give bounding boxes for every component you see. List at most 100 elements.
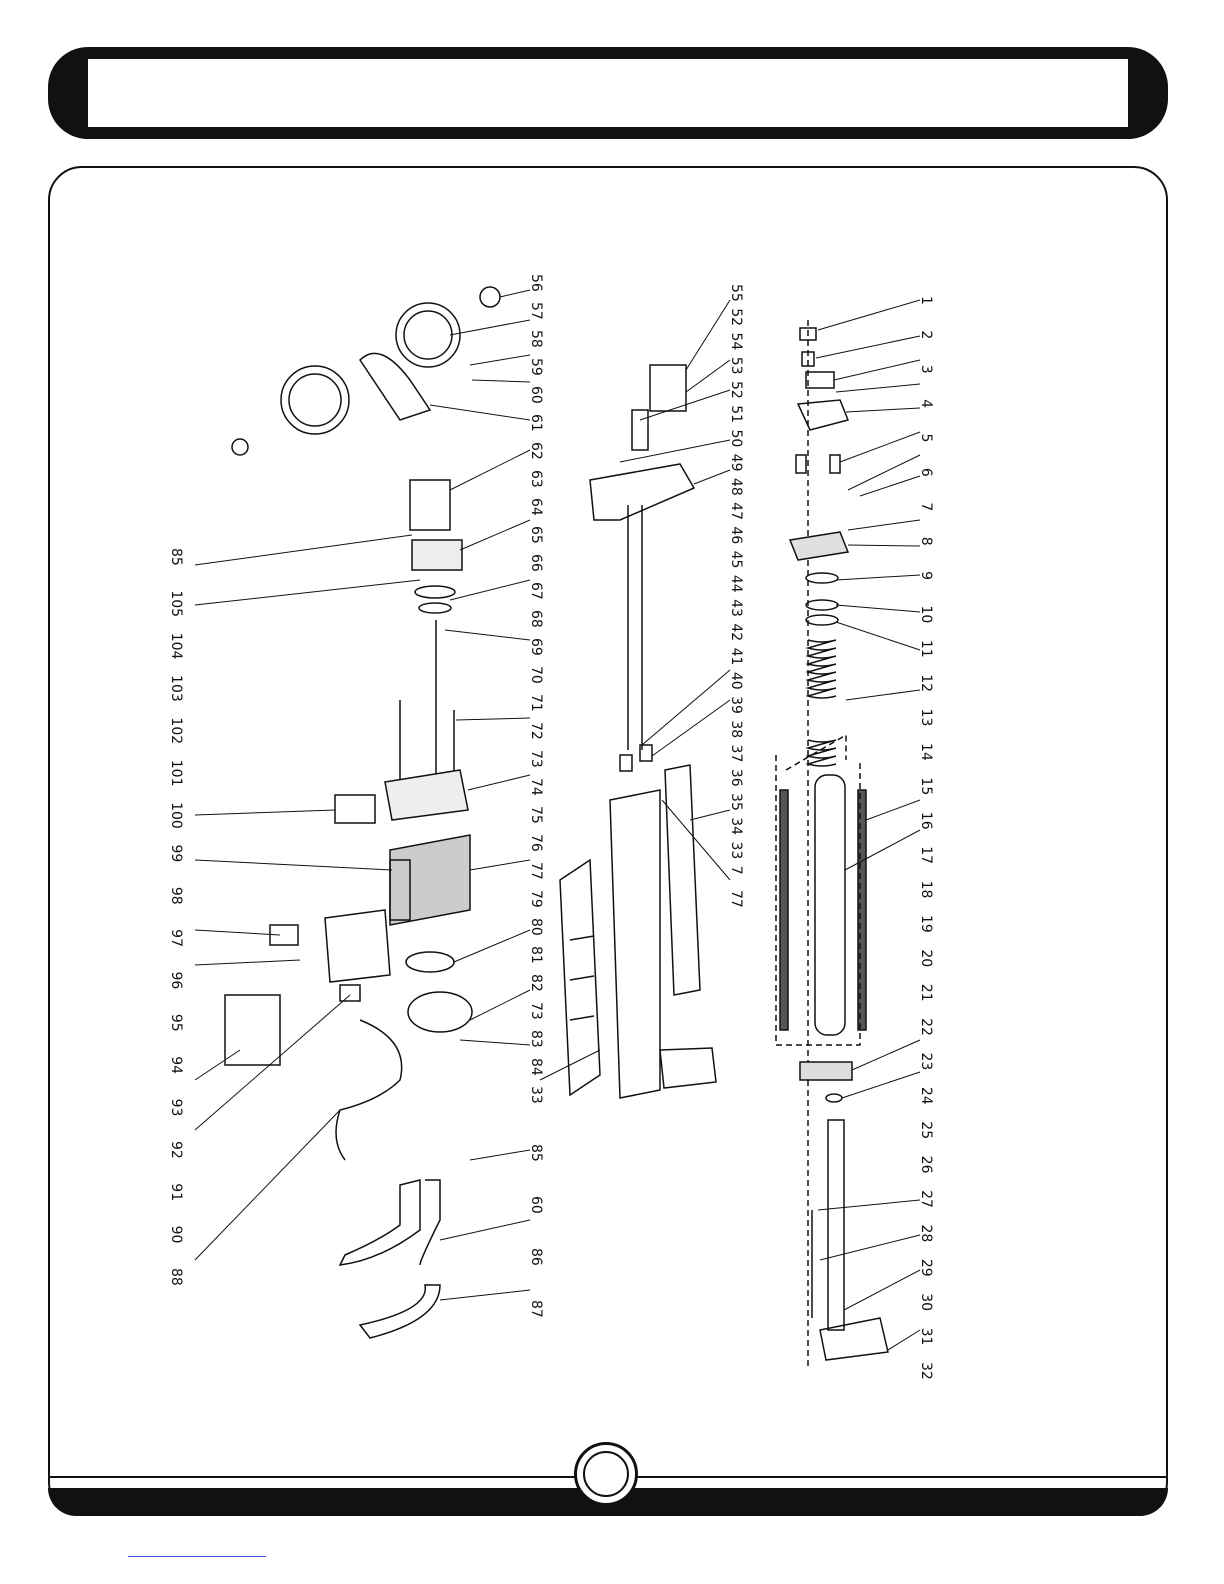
- part-number-label: 7: [918, 502, 934, 511]
- part-number-label: 83: [528, 1030, 544, 1048]
- part-number-label: 62: [528, 442, 544, 460]
- part-number-label: 49: [728, 454, 744, 472]
- part-number-label: 100: [168, 802, 184, 829]
- part-number-label: 3: [918, 365, 934, 374]
- part-number-label: 61: [528, 414, 544, 432]
- part-number-label: 12: [918, 674, 934, 692]
- main-column-assembly: [775, 320, 889, 1370]
- part-number-label: 7: [728, 866, 744, 875]
- part-number-label: 64: [528, 498, 544, 516]
- part-number-label: 37: [728, 745, 744, 763]
- part-number-label: 93: [168, 1099, 184, 1117]
- part-number-label: 19: [918, 915, 934, 933]
- part-number-label: 68: [528, 610, 544, 628]
- part-number-label: 91: [168, 1183, 184, 1201]
- part-number-label: 22: [918, 1018, 934, 1036]
- page-number-inner-circle: [583, 1451, 629, 1497]
- leader-lines: [194, 289, 921, 1351]
- part-number-label: 18: [918, 881, 934, 899]
- part-number-label: 103: [168, 675, 184, 702]
- part-number-label: 75: [528, 806, 544, 824]
- part-number-label: 76: [528, 834, 544, 852]
- part-number-label: 72: [528, 722, 544, 740]
- part-number-label: 20: [918, 949, 934, 967]
- part-number-label: 27: [918, 1190, 934, 1208]
- part-number-label: 26: [918, 1156, 934, 1174]
- part-number-label: 95: [168, 1014, 184, 1032]
- part-number-label: 21: [918, 984, 934, 1002]
- bottom-link-underline: [128, 1556, 266, 1557]
- part-number-label: 9: [918, 571, 934, 580]
- part-number-label: 6: [918, 468, 934, 477]
- part-number-label: 71: [528, 694, 544, 712]
- part-number-label: 85: [168, 548, 184, 566]
- part-number-label: 96: [168, 972, 184, 990]
- header-title-box: [86, 57, 1130, 129]
- part-number-label: 51: [728, 405, 744, 423]
- part-number-label: 52: [728, 308, 744, 326]
- part-number-label: 60: [528, 386, 544, 404]
- part-number-label: 74: [528, 778, 544, 796]
- part-number-label: 65: [528, 526, 544, 544]
- part-number-label: 58: [528, 330, 544, 348]
- part-number-label: 2: [918, 330, 934, 339]
- part-number-label: 88: [168, 1268, 184, 1286]
- part-number-label: 13: [918, 709, 934, 727]
- part-number-label: 92: [168, 1141, 184, 1159]
- part-number-label: 52: [728, 381, 744, 399]
- part-number-label: 15: [918, 777, 934, 795]
- part-number-label: 8: [918, 537, 934, 546]
- part-number-label: 87: [528, 1300, 544, 1318]
- part-number-label: 34: [728, 817, 744, 835]
- part-number-label: 79: [528, 890, 544, 908]
- part-number-label: 98: [168, 887, 184, 905]
- part-number-label: 84: [528, 1058, 544, 1076]
- part-number-label: 99: [168, 844, 184, 862]
- part-number-label: 82: [528, 974, 544, 992]
- part-number-label: 59: [528, 358, 544, 376]
- part-number-label: 73: [528, 750, 544, 768]
- part-number-label: 1: [918, 296, 934, 305]
- part-number-label: 56: [528, 274, 544, 292]
- part-number-label: 53: [728, 357, 744, 375]
- part-number-label: 46: [728, 526, 744, 544]
- part-number-label: 54: [728, 332, 744, 350]
- part-number-label: 14: [918, 743, 934, 761]
- part-number-label: 17: [918, 846, 934, 864]
- part-number-label: 77: [728, 890, 744, 908]
- header-bar: [48, 47, 1168, 139]
- part-number-label: 40: [728, 672, 744, 690]
- part-number-label: 45: [728, 551, 744, 569]
- part-number-label: 85: [528, 1144, 544, 1162]
- part-number-label: 67: [528, 582, 544, 600]
- part-number-label: 80: [528, 918, 544, 936]
- part-number-label: 50: [728, 429, 744, 447]
- wheel-and-motor-assembly: [224, 286, 501, 1339]
- part-number-label: 42: [728, 623, 744, 641]
- part-number-label: 35: [728, 793, 744, 811]
- part-number-label: 44: [728, 575, 744, 593]
- part-number-label: 70: [528, 666, 544, 684]
- part-number-label: 30: [918, 1293, 934, 1311]
- middle-frame-assembly: [559, 364, 717, 1099]
- part-number-label: 105: [168, 590, 184, 617]
- part-number-label: 55: [728, 284, 744, 302]
- part-number-label: 4: [918, 399, 934, 408]
- page-number-circle: [574, 1442, 638, 1506]
- part-number-label: 36: [728, 769, 744, 787]
- part-number-label: 47: [728, 502, 744, 520]
- part-number-label: 5: [918, 434, 934, 443]
- part-number-label: 25: [918, 1121, 934, 1139]
- part-number-label: 23: [918, 1053, 934, 1071]
- part-number-label: 104: [168, 633, 184, 660]
- part-number-label: 31: [918, 1328, 934, 1346]
- part-number-label: 77: [528, 862, 544, 880]
- part-number-label: 66: [528, 554, 544, 572]
- part-number-label: 97: [168, 929, 184, 947]
- part-number-label: 60: [528, 1196, 544, 1214]
- part-number-label: 101: [168, 760, 184, 787]
- part-number-label: 63: [528, 470, 544, 488]
- part-number-label: 38: [728, 720, 744, 738]
- part-number-labels: 1234567891011121314151617181920212223242…: [168, 274, 934, 1380]
